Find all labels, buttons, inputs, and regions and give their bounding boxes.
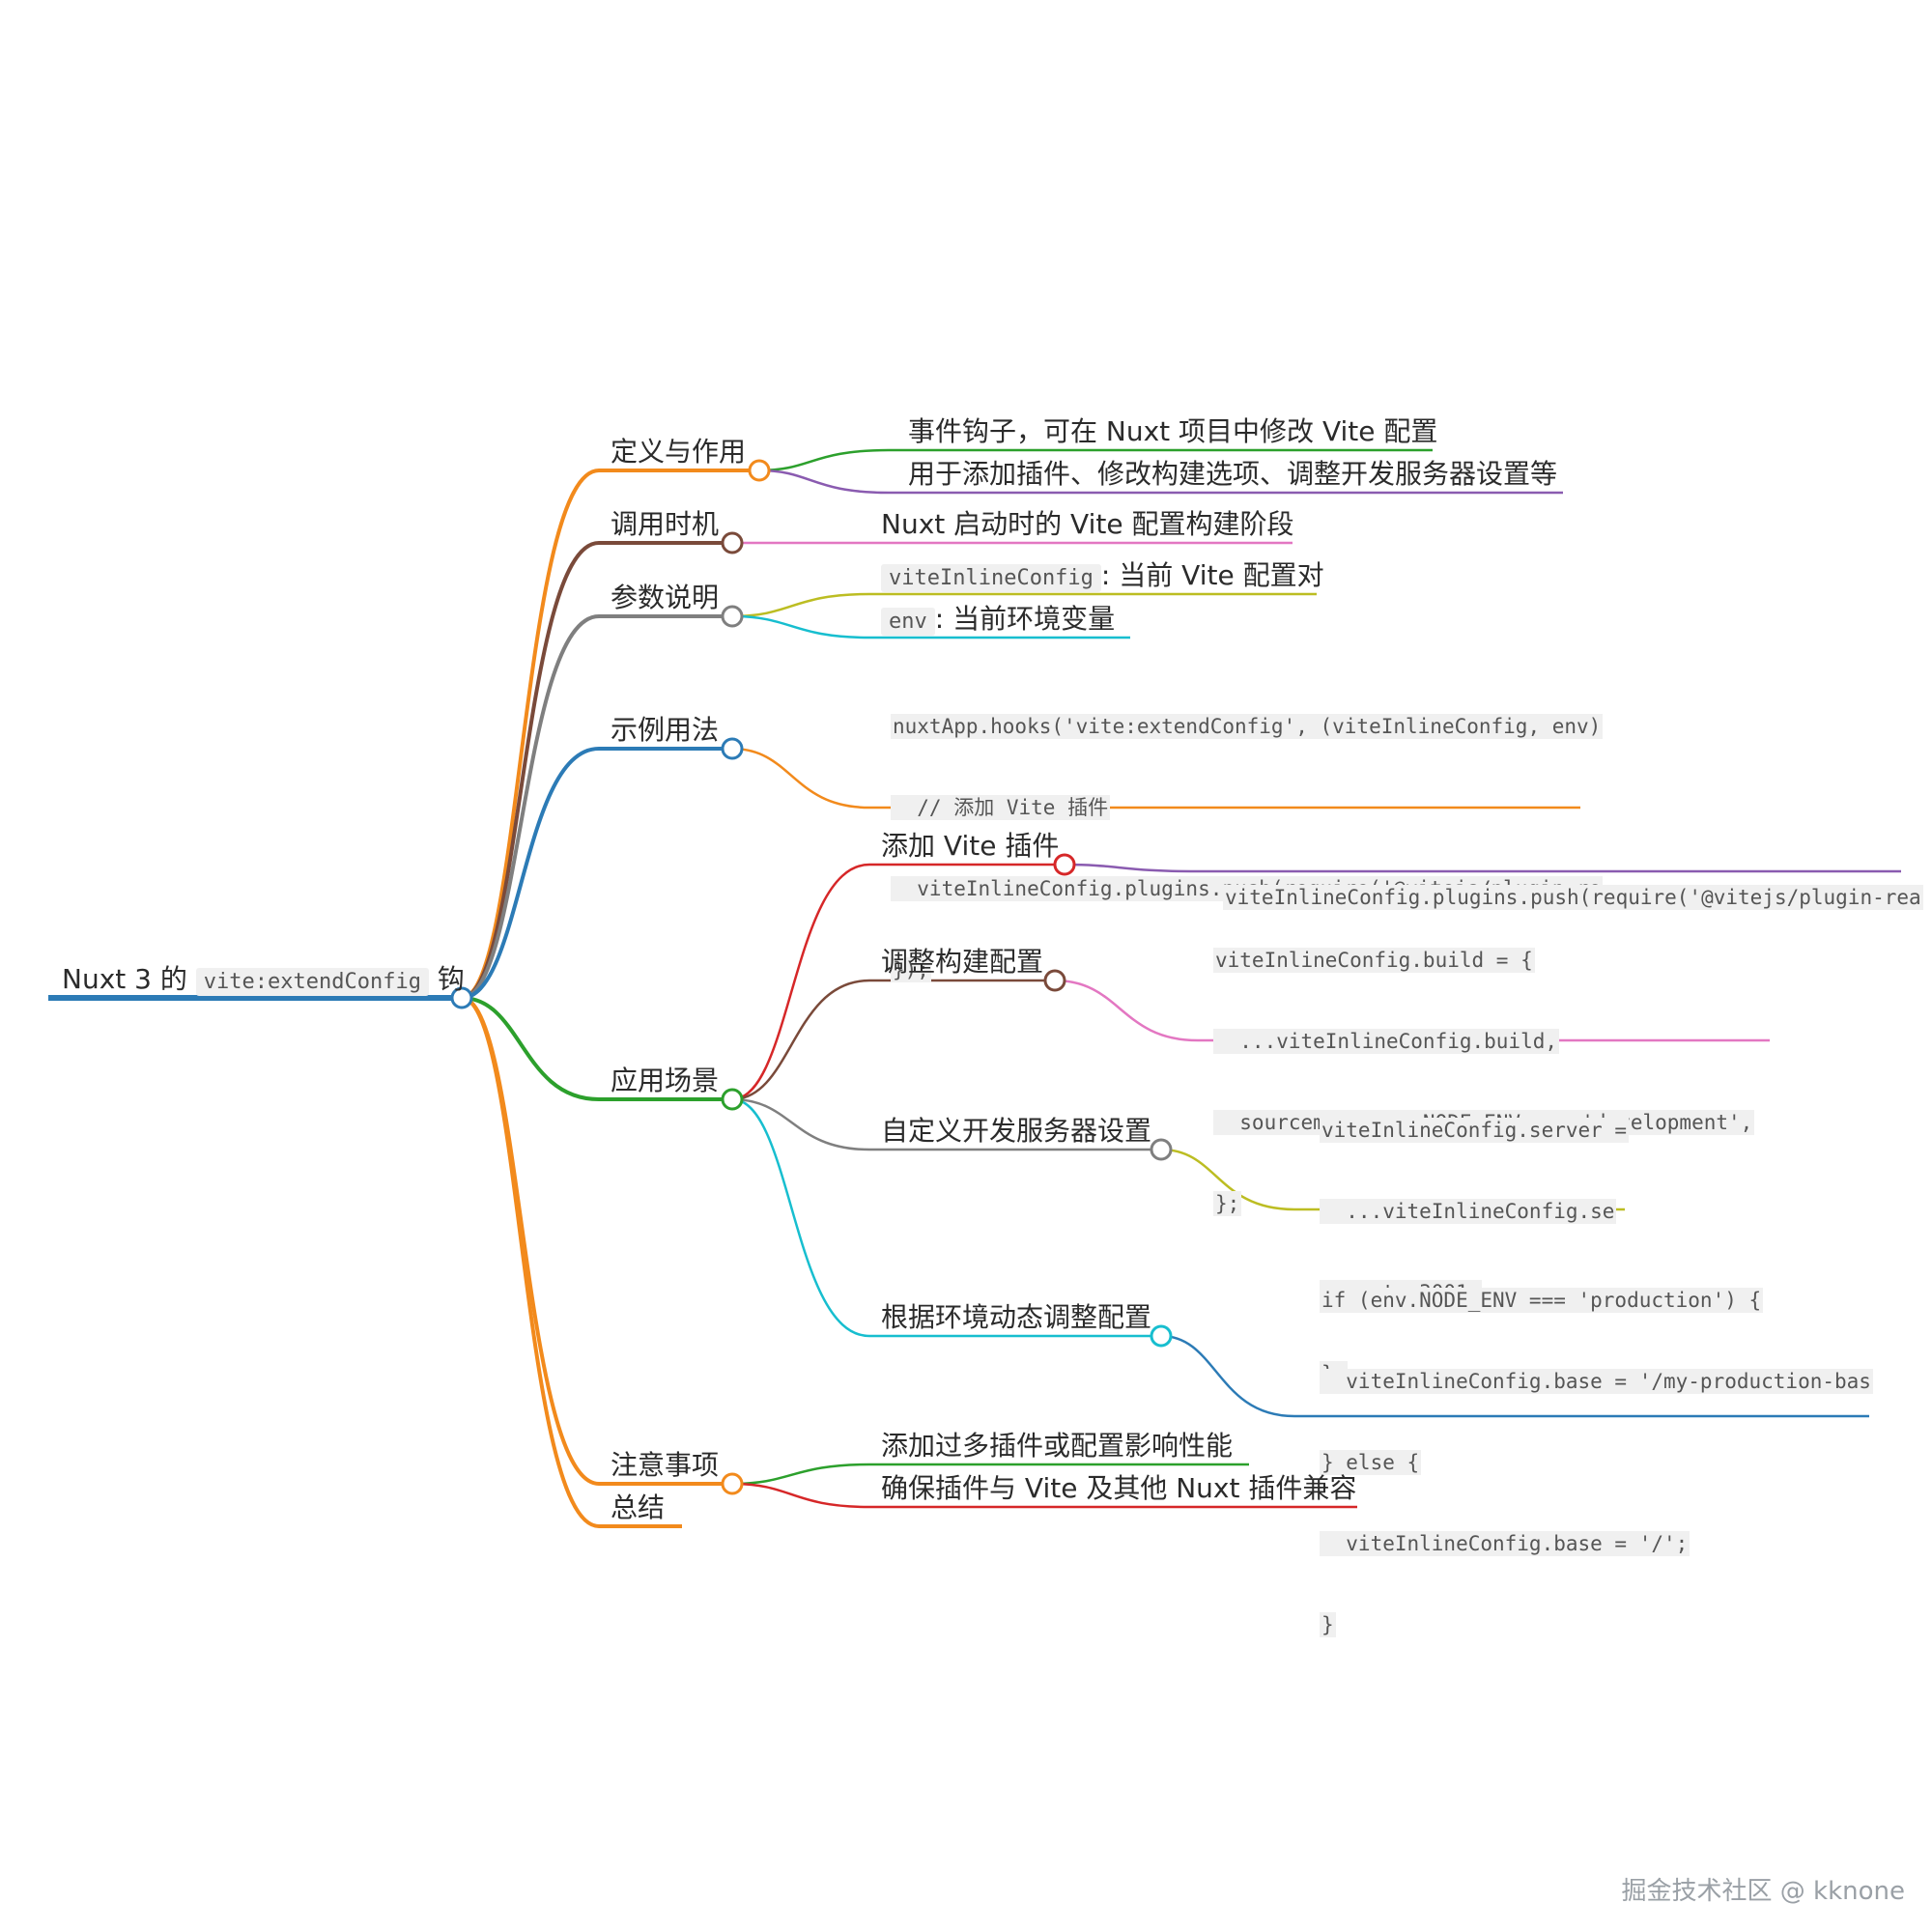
example-code-line: // 添加 Vite 插件 — [891, 795, 1111, 820]
env-code-line: } — [1320, 1612, 1336, 1637]
edge-params-1 — [731, 592, 1317, 618]
server-code-line: viteInlineConfig.server = — [1320, 1118, 1630, 1143]
env-code-line: } else { — [1320, 1450, 1422, 1475]
env-code-line: if (env.NODE_ENV === 'production') { — [1320, 1288, 1764, 1313]
notes-item-1: 添加过多插件或配置影响性能 — [881, 1430, 1234, 1462]
plugin-node-circle[interactable] — [1053, 853, 1076, 876]
scenarios-node-circle[interactable] — [721, 1088, 744, 1111]
params-label: 参数说明 — [611, 582, 720, 613]
edge-server-code — [1160, 1148, 1625, 1211]
scenario-build-label: 调整构建配置 — [881, 946, 1044, 978]
edge-summary — [461, 996, 682, 1528]
notes-item-2: 确保插件与 Vite 及其他 Nuxt 插件兼容 — [881, 1472, 1357, 1504]
env-code-line: viteInlineConfig.base = '/my-production-… — [1320, 1369, 1873, 1394]
edge-definition-2 — [758, 469, 1563, 495]
env-code-line: viteInlineConfig.base = '/'; — [1320, 1531, 1690, 1556]
edge-scenario-plugin — [731, 863, 1065, 1101]
params-item-1-code: viteInlineConfig — [881, 564, 1101, 592]
edge-scenario-server — [731, 1097, 1161, 1151]
edge-scenario-env — [731, 1097, 1161, 1338]
params-item-1-text: : 当前 Vite 配置对 — [1100, 559, 1324, 591]
edge-params-2 — [731, 614, 1130, 639]
edge-example-1 — [731, 747, 1580, 810]
summary-label: 总结 — [611, 1492, 666, 1523]
edge-env-code — [1160, 1334, 1869, 1418]
scenario-env-label: 根据环境动态调整配置 — [881, 1301, 1152, 1333]
example-code-line: nuxtApp.hooks('vite:extendConfig', (vite… — [891, 714, 1604, 739]
params-item-2-text: : 当前环境变量 — [934, 603, 1116, 635]
timing-label: 调用时机 — [611, 508, 720, 540]
scenario-plugin-label: 添加 Vite 插件 — [881, 830, 1060, 862]
edge-scenario-build — [731, 979, 1055, 1101]
scenarios-label: 应用场景 — [611, 1065, 720, 1096]
watermark: 掘金技术社区 @ kknone — [1621, 1877, 1905, 1906]
params-node-circle[interactable] — [721, 605, 744, 628]
params-item-2: env: 当前环境变量 — [881, 602, 1115, 639]
edge-definition-1 — [758, 448, 1433, 472]
build-node-circle[interactable] — [1043, 969, 1066, 992]
root-code: vite:extendConfig — [195, 968, 429, 996]
server-code-line: ...viteInlineConfig.se — [1320, 1199, 1617, 1224]
root-prefix: Nuxt 3 的 — [62, 963, 187, 995]
edge-build-code — [1054, 979, 1770, 1042]
params-item-1: viteInlineConfig: 当前 Vite 配置对 — [881, 558, 1324, 596]
example-code-line: }); — [891, 957, 931, 982]
scenario-server-label: 自定义开发服务器设置 — [881, 1115, 1152, 1147]
notes-node-circle[interactable] — [721, 1472, 744, 1495]
notes-label: 注意事项 — [611, 1449, 720, 1481]
server-code-block: viteInlineConfig.server = ...viteInlineC… — [1320, 1066, 1630, 1437]
edge-notes-2 — [731, 1482, 1357, 1509]
build-code-line: ...viteInlineConfig.build, — [1213, 1029, 1560, 1054]
server-node-circle[interactable] — [1150, 1138, 1173, 1161]
timing-node-circle[interactable] — [721, 531, 744, 554]
edge-scenarios — [461, 996, 732, 1101]
edge-plugin-code — [1064, 863, 1901, 873]
edge-params — [461, 614, 732, 1000]
root-suffix: 钩 — [437, 963, 465, 995]
plugin-code-block: viteInlineConfig.plugins.push(require('@… — [1223, 834, 1923, 961]
env-code-block: if (env.NODE_ENV === 'production') { vit… — [1320, 1236, 1873, 1689]
definition-item-1: 事件钩子，可在 Nuxt 项目中修改 Vite 配置 — [908, 415, 1438, 447]
definition-item-2: 用于添加插件、修改构建选项、调整开发服务器设置等 — [908, 458, 1558, 490]
params-item-2-code: env — [881, 608, 935, 636]
root-label: Nuxt 3 的 vite:extendConfig 钩 — [62, 962, 465, 1000]
definition-label: 定义与作用 — [611, 436, 747, 468]
build-code-line: viteInlineConfig.build = { — [1213, 948, 1535, 973]
plugin-code-line: viteInlineConfig.plugins.push(require('@… — [1223, 885, 1923, 910]
edge-example — [461, 747, 732, 1000]
edge-notes-1 — [731, 1463, 1249, 1486]
example-node-circle[interactable] — [721, 737, 744, 760]
build-code-line: }; — [1213, 1191, 1242, 1216]
root-node-circle[interactable] — [450, 986, 473, 1009]
timing-item-1: Nuxt 启动时的 Vite 配置构建阶段 — [881, 508, 1294, 540]
definition-node-circle[interactable] — [748, 459, 771, 482]
example-label: 示例用法 — [611, 714, 720, 746]
env-node-circle[interactable] — [1150, 1324, 1173, 1348]
